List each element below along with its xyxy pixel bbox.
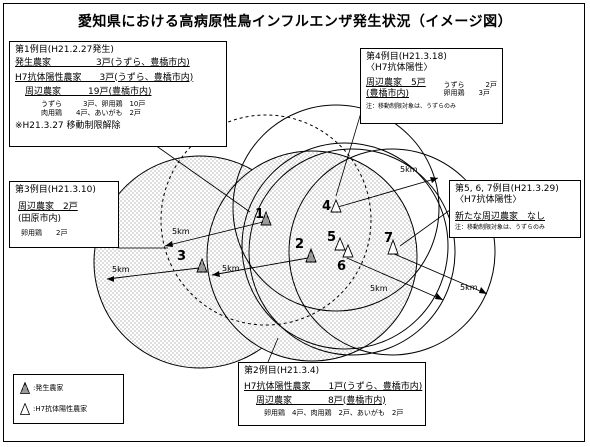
case1-h7-farms: H7抗体陽性農家 3戸(うずら、豊橋市内) xyxy=(15,72,194,83)
h7-farm-marker-7 xyxy=(387,238,399,255)
case1-info-box: 第1例目(H21.2.27発生) 発生農家 3戸(うずら、豊橋市内) H7抗体陽… xyxy=(9,41,227,147)
radius-label-7: 5km xyxy=(460,283,478,292)
radius-label-3: 5km xyxy=(112,265,130,274)
outbreak-farm-marker-3 xyxy=(196,257,208,273)
outbreak-farm-marker-2 xyxy=(305,247,317,263)
h7-farm-marker-4 xyxy=(330,198,342,213)
marker-number-5: 5 xyxy=(327,230,336,245)
radius-label-6: 5km xyxy=(370,284,388,293)
radius-arrow-1 xyxy=(164,221,264,247)
legend: :発生農家 :H7抗体陽性農家 xyxy=(13,374,124,424)
case3-info-box: 第3例目(H21.3.10) 周辺農家 2戸 (田原市内) 卵用鶏 2戸 xyxy=(9,181,119,248)
outbreak-triangle-icon xyxy=(20,382,30,394)
radius-arrow-4 xyxy=(337,177,439,208)
case567-info-box: 第5, 6, 7例目(H21.3.29) 〈H7抗体陽性〉 新たな周辺農家 なし… xyxy=(449,180,581,238)
radius-arrow-3 xyxy=(106,267,200,280)
case567-nearby-farms: 新たな周辺農家 なし xyxy=(455,211,546,222)
marker-number-2: 2 xyxy=(295,237,304,252)
connector-case567 xyxy=(399,209,451,247)
case1-release-note: ※H21.3.27 移動制限解除 xyxy=(15,120,121,131)
marker-number-3: 3 xyxy=(177,249,186,264)
case1-outbreak-farms: 発生農家 3戸(うずら、豊橋市内) xyxy=(15,58,190,69)
marker-number-7: 7 xyxy=(384,231,393,246)
case567-header: 第5, 6, 7例目(H21.3.29) xyxy=(455,184,559,194)
case1-header: 第1例目(H21.2.27発生) xyxy=(15,45,114,55)
case567-subtitle: 〈H7抗体陽性〉 xyxy=(455,195,522,206)
case1-detail-1: うずら 3戸、卵用鶏 10戸 xyxy=(41,100,146,108)
h7-farm-marker-5 xyxy=(334,236,346,251)
legend-row-h7: :H7抗体陽性農家 xyxy=(20,403,87,415)
case4-note: 注：移動制限対象は、うずらのみ xyxy=(366,103,457,110)
legend-row-outbreak: :発生農家 xyxy=(20,382,63,394)
case1-nearby-farms: 周辺農家 19戸(豊橋市内) xyxy=(25,86,152,97)
marker-number-6: 6 xyxy=(337,259,346,274)
zone-circle-case7 xyxy=(288,148,496,356)
zone-circle-case1-released xyxy=(160,114,372,326)
h7-triangle-icon xyxy=(20,403,30,415)
page-title: 愛知県における高病原性鳥インフルエンザ発生状況（イメージ図） xyxy=(77,14,513,30)
zone-circle-case4 xyxy=(232,104,440,312)
case2-h7-farms: H7抗体陽性農家 1戸(うずら、豊橋市内) xyxy=(244,382,423,393)
case3-detail: 卵用鶏 2戸 xyxy=(21,228,68,237)
case3-city: (田原市内) xyxy=(18,213,62,224)
case2-header: 第2例目(H21.3.4) xyxy=(244,366,320,376)
outer-frame xyxy=(3,3,585,442)
zone-circle-case6 xyxy=(248,148,456,356)
legend-h7-label: :H7抗体陽性農家 xyxy=(33,405,88,413)
case567-note: 注：移動制限対象は、うずらのみ xyxy=(455,223,546,231)
case2-info-box: 第2例目(H21.3.4) H7抗体陽性農家 1戸(うずら、豊橋市内) 周辺農家… xyxy=(238,362,426,426)
case4-info-box: 第4例目(H21.3.18) 〈H7抗体陽性〉 周辺農家 5戸 (豊橋市内) う… xyxy=(360,48,503,124)
zone-circle-case5 xyxy=(241,142,449,350)
case3-nearby-farms: 周辺農家 2戸 xyxy=(18,202,78,213)
case4-header: 第4例目(H21.3.18) xyxy=(366,52,447,62)
case2-nearby-farms: 周辺農家 8戸(豊橋市内) xyxy=(256,395,386,406)
outbreak-farm-marker-1 xyxy=(260,210,272,226)
h7-farm-marker-6 xyxy=(342,243,354,258)
radius-label-4: 5km xyxy=(400,165,418,174)
case4-city: (豊橋市内) xyxy=(366,88,410,99)
marker-number-1: 1 xyxy=(255,207,264,222)
radius-label-2: 5km xyxy=(222,264,240,273)
radius-label-1: 5km xyxy=(172,227,190,236)
marker-number-4: 4 xyxy=(322,199,331,214)
case4-nearby-farms: 周辺農家 5戸 xyxy=(366,77,426,88)
case4-detail-1: うずら 2戸 xyxy=(443,80,497,89)
case2-detail: 卵用鶏 4戸、肉用鶏 2戸、あいがも 2戸 xyxy=(264,408,404,417)
case4-subtitle: 〈H7抗体陽性〉 xyxy=(366,63,433,74)
legend-outbreak-label: :発生農家 xyxy=(33,384,64,392)
case4-detail-2: 卵用鶏 3戸 xyxy=(443,89,490,98)
case4-nearby-row: 周辺農家 5戸 (豊橋市内) うずら 2戸 卵用鶏 3戸 xyxy=(366,78,497,101)
radius-arrow-2 xyxy=(211,257,309,276)
radius-arrow-7 xyxy=(391,252,488,295)
connector-case2 xyxy=(267,337,279,363)
case1-detail-2: 肉用鶏 4戸、あいがも 2戸 xyxy=(41,108,141,117)
case3-header: 第3例目(H21.3.10) xyxy=(15,185,96,195)
radius-arrow-6 xyxy=(346,257,444,301)
